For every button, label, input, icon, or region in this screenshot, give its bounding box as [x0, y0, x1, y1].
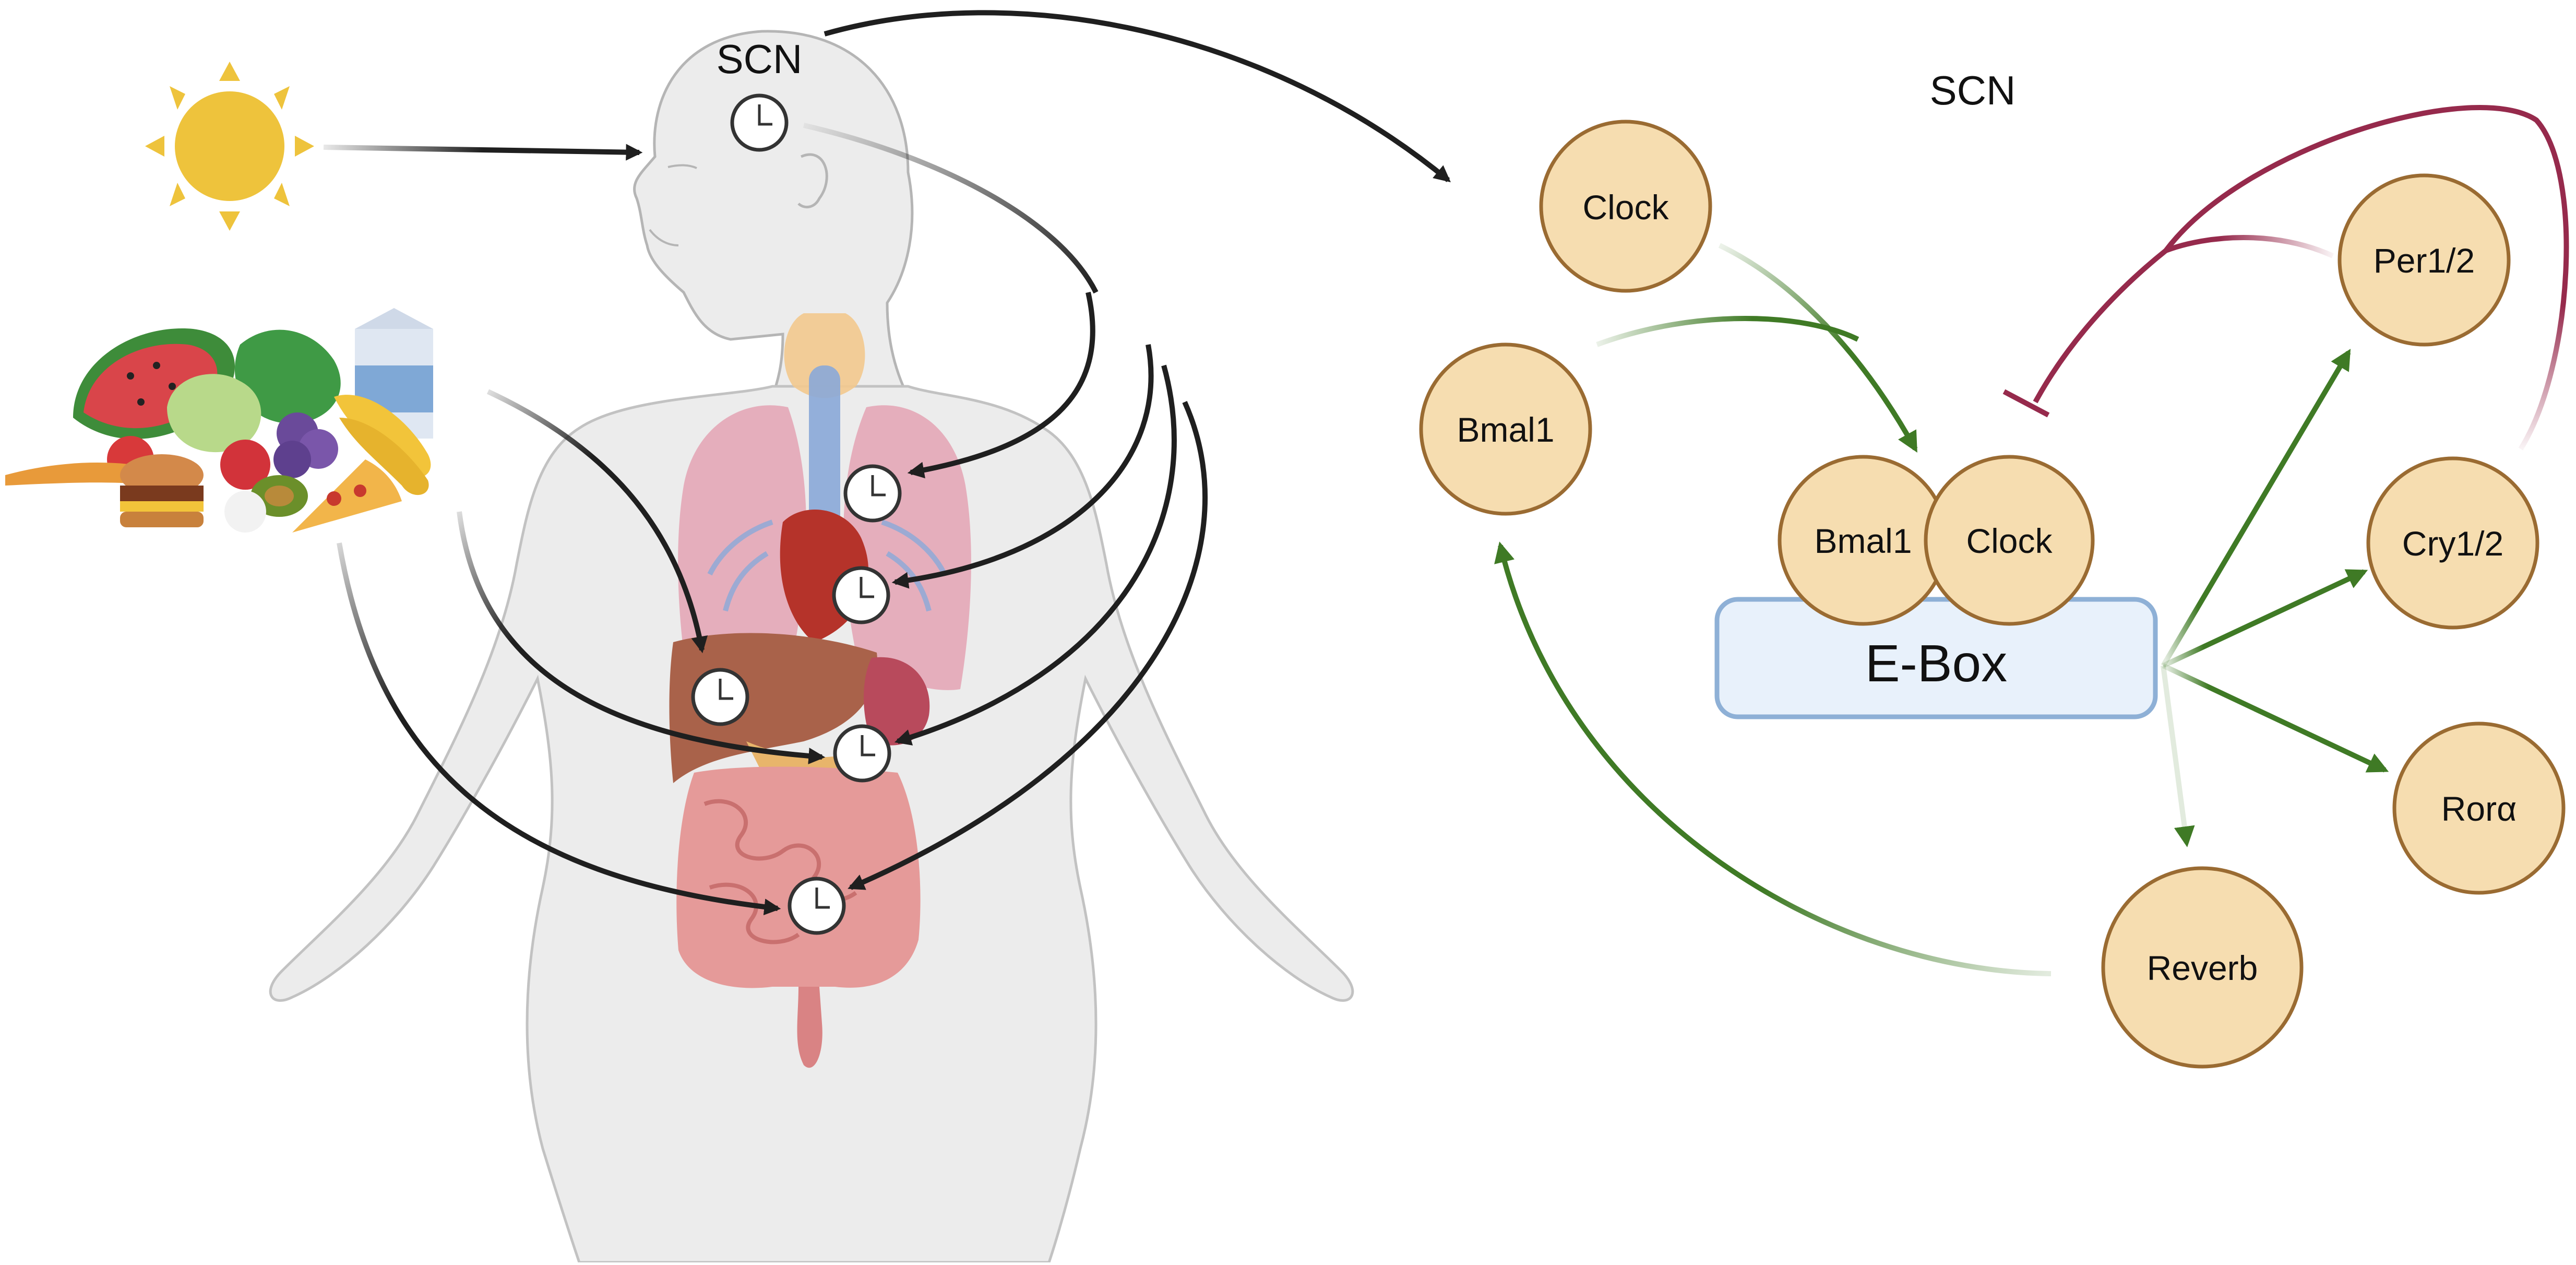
intestine-clock-icon	[788, 877, 846, 935]
bmal1-clock-complex: Bmal1 Clock	[1778, 455, 2095, 626]
reverb-to-bmal1-arrow	[1494, 541, 2052, 976]
bmal1-to-complex-arrow	[1596, 316, 1859, 347]
right-panel-title: SCN	[1930, 67, 2016, 113]
food-to-stomach-arrow	[457, 511, 826, 765]
node-bmal1: Bmal1	[1419, 342, 1592, 516]
node-bmal1-label: Bmal1	[1457, 410, 1554, 449]
liver-clock-icon	[691, 668, 749, 726]
stomach-clock-icon	[833, 724, 891, 783]
node-cry12-label: Cry1/2	[2402, 524, 2503, 563]
left-arrows	[323, 10, 1451, 916]
scn-to-right-panel-arrow	[824, 10, 1451, 183]
node-reverb-label: Reverb	[2147, 949, 2258, 987]
node-reverb: Reverb	[2101, 866, 2304, 1069]
complex-bmal1-label: Bmal1	[1814, 522, 1912, 560]
ebox-to-cry-arrow	[2162, 569, 2368, 668]
scn-clock-icon	[730, 93, 789, 152]
heart-clock-icon	[832, 566, 890, 624]
ebox-label: E-Box	[1865, 634, 2007, 693]
lung-clock-icon	[843, 464, 902, 523]
food-to-intestine-arrow	[337, 542, 781, 916]
node-per12-label: Per1/2	[2374, 241, 2475, 280]
sun-to-scn-arrow	[323, 144, 643, 161]
node-rora-label: Rorα	[2441, 789, 2517, 828]
node-clock: Clock	[1539, 120, 1712, 293]
node-cry12: Cry1/2	[2366, 456, 2539, 630]
inhibition-to-ebox	[2033, 249, 2168, 404]
inhibition-bar	[2002, 389, 2050, 418]
regulatory-edges	[1494, 105, 2569, 976]
body-clocks	[691, 93, 902, 935]
ebox-to-per-arrow	[2161, 349, 2351, 667]
food-icon	[5, 308, 433, 533]
complex-clock-label: Clock	[1966, 522, 2053, 560]
scn-to-lung-arrow	[907, 291, 1095, 479]
scn-to-stomach-arrow	[894, 364, 1177, 746]
scn-output-fan	[803, 123, 1099, 294]
node-clock-label: Clock	[1582, 188, 1669, 227]
food-to-liver-arrow	[486, 389, 708, 654]
per-inhibition-branch	[2165, 235, 2334, 258]
node-per12: Per1/2	[2338, 173, 2511, 347]
node-rora: Rorα	[2392, 722, 2566, 895]
cry-inhibition-branch	[2164, 105, 2569, 451]
ebox-element: E-Box	[1714, 597, 2158, 719]
scn-to-heart-arrow	[891, 344, 1154, 589]
scn-to-intestine-arrow	[848, 400, 1208, 890]
clock-to-complex-arrow	[1718, 243, 1918, 453]
sun-icon	[145, 62, 314, 231]
ebox-to-reverb-arrow	[2161, 665, 2195, 847]
complex-clock-node	[1924, 455, 2095, 626]
ebox-to-rora-arrow	[2162, 663, 2389, 773]
scn-head-label: SCN	[717, 36, 803, 82]
